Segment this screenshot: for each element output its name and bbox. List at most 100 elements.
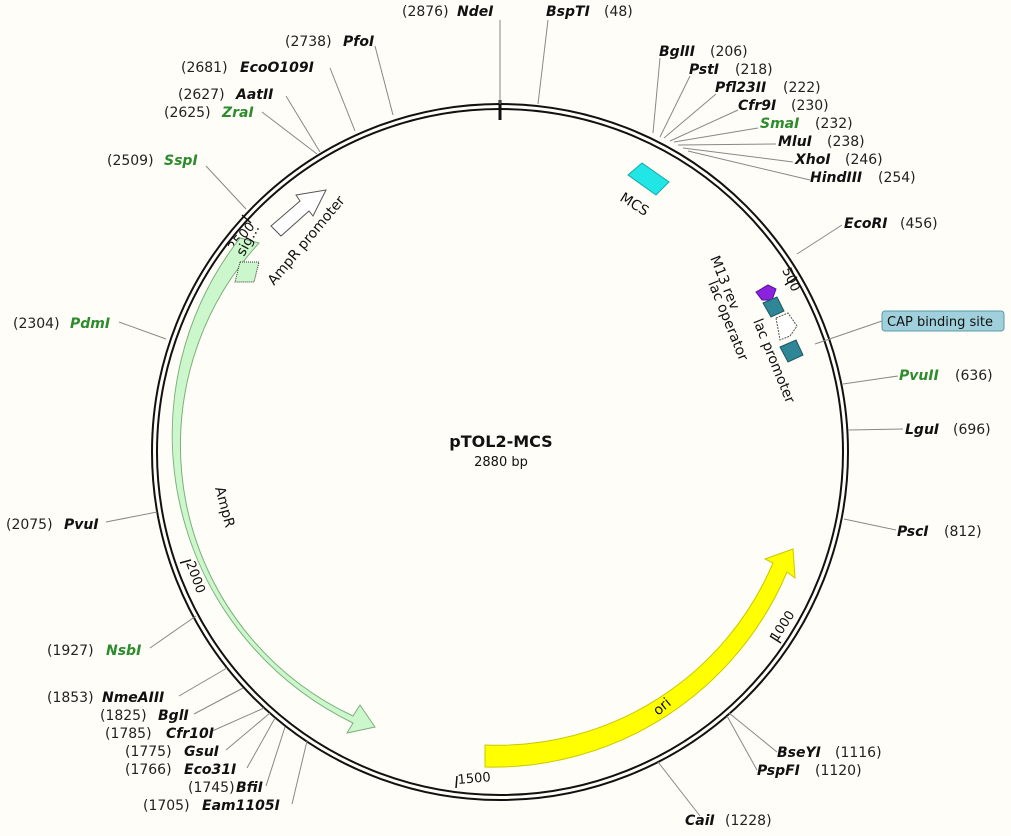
site-name-pspfi[interactable]: PspFI [757, 763, 800, 779]
leader-nmeaiii [178, 667, 228, 697]
leader-aatii [285, 95, 321, 153]
site-labels: (2876) NdeI BspTI (48) BglII (206) PstI … [6, 4, 993, 829]
leader-smai [673, 127, 759, 143]
site-name-pfl23ii[interactable]: Pfl23II [715, 80, 766, 96]
cap-binding-box[interactable] [881, 310, 1005, 332]
ticks-layer: 500 1000 1500 2000 2500 [179, 214, 802, 789]
ampr-feature[interactable] [171, 237, 376, 734]
site-pos-bgli: (1825) [100, 708, 147, 724]
leader-eam1105i [291, 740, 308, 805]
site-pos-pvuii: (636) [955, 368, 993, 384]
leader-psti [659, 75, 691, 138]
site-name-gsui[interactable]: GsuI [184, 744, 219, 760]
site-pos-nsbi: (1927) [47, 643, 94, 659]
site-pos-ndei: (2876) [402, 4, 449, 20]
site-pos-aatii: (2627) [178, 87, 225, 103]
site-name-xhoi[interactable]: XhoI [794, 152, 831, 168]
ampr-label: AmpR [211, 485, 237, 530]
leader-xhoi [682, 147, 794, 163]
site-name-lgui[interactable]: LguI [905, 422, 939, 438]
site-name-bfii[interactable]: BfiI [236, 780, 263, 796]
ori-feature[interactable] [484, 548, 796, 768]
site-name-pdmi[interactable]: PdmI [70, 316, 110, 332]
leader-pvuii [842, 375, 899, 385]
lac-operator-feature[interactable] [762, 296, 785, 318]
site-pos-eam1105i: (1705) [143, 798, 190, 814]
leader-sspi [205, 165, 247, 210]
site-name-psti[interactable]: PstI [689, 62, 719, 78]
leader-bseyi [728, 712, 778, 753]
site-name-nsbi[interactable]: NsbI [106, 643, 141, 659]
site-name-bspti[interactable]: BspTI [546, 4, 590, 20]
cap-binding-label: CAP binding site [887, 315, 993, 330]
site-pos-zrai: (2625) [164, 105, 211, 121]
lac-promoter-feature[interactable] [775, 312, 798, 341]
site-name-pvuii[interactable]: PvuII [899, 368, 939, 384]
site-name-hindiii[interactable]: HindIII [810, 170, 862, 186]
leader-caii [657, 761, 701, 817]
tick-mark [179, 559, 192, 564]
leader-pfoi [374, 45, 394, 116]
site-name-cfr9i[interactable]: Cfr9I [738, 98, 776, 114]
leader-pspfi [726, 715, 758, 771]
site-name-eam1105i[interactable]: Eam1105I [202, 798, 280, 814]
leader-mlui [677, 143, 777, 146]
site-pos-nmeaiii: (1853) [47, 690, 94, 706]
site-pos-pfoi: (2738) [285, 34, 332, 50]
site-name-smai[interactable]: SmaI [760, 116, 799, 132]
plasmid-title: pTOL2-MCS [449, 432, 552, 451]
site-name-eco31i[interactable]: Eco31I [184, 762, 236, 778]
site-name-caii[interactable]: CaiI [685, 813, 715, 829]
site-name-mlui[interactable]: MluI [778, 134, 812, 150]
site-pos-psci: (812) [944, 524, 982, 540]
site-pos-hindiii: (254) [878, 170, 916, 186]
site-pos-gsui: (1775) [125, 744, 172, 760]
tick-mark [455, 775, 458, 789]
leader-pfl23ii [663, 93, 717, 139]
leader-cfr9i [669, 109, 739, 142]
leader-pdmi [118, 321, 167, 340]
site-name-ecori[interactable]: EcoRI [844, 216, 887, 232]
site-pos-mlui: (238) [827, 134, 865, 150]
leader-lgui [847, 428, 904, 431]
m13-rev-feature[interactable] [755, 284, 777, 301]
site-name-aatii[interactable]: AatII [235, 87, 273, 103]
site-name-bseyi[interactable]: BseYI [777, 745, 821, 761]
site-pos-pvui: (2075) [6, 517, 53, 533]
leader-psci [843, 518, 897, 531]
leader-nsbi [149, 615, 197, 649]
site-name-nmeaiii[interactable]: NmeAIII [102, 690, 164, 706]
site-name-pvui[interactable]: PvuI [64, 517, 99, 533]
leader-bglii [652, 57, 661, 134]
site-name-sspi[interactable]: SspI [164, 153, 198, 169]
leader-ecoo109i [329, 67, 356, 132]
site-pos-bfii: (1745) [188, 780, 235, 796]
ampr-promoter-feature[interactable] [270, 189, 327, 237]
features-layer: MCS M13 rev lac operator lac promoter CA… [171, 162, 1005, 768]
site-name-pfoi[interactable]: PfoI [343, 34, 374, 50]
site-name-bgli[interactable]: BglI [158, 708, 189, 724]
site-pos-bspti: (48) [604, 4, 633, 20]
site-leaders [105, 19, 904, 817]
leader-bfii [265, 726, 286, 787]
cap-binding-feature[interactable] [779, 339, 804, 363]
site-pos-cfr10i: (1785) [105, 726, 152, 742]
cap-leader [814, 320, 883, 345]
site-name-zrai[interactable]: ZraI [221, 105, 254, 121]
sig-feature[interactable] [234, 261, 260, 283]
site-name-cfr10i[interactable]: Cfr10I [166, 726, 214, 742]
site-pos-cfr9i: (230) [791, 98, 829, 114]
site-name-psci[interactable]: PscI [897, 524, 929, 540]
site-pos-caii: (1228) [725, 813, 772, 829]
site-pos-eco31i: (1766) [125, 762, 172, 778]
site-pos-pfl23ii: (222) [783, 80, 821, 96]
mcs-feature[interactable] [627, 162, 670, 196]
site-name-bglii[interactable]: BglII [659, 44, 695, 60]
leader-cfr10i [209, 707, 265, 733]
mcs-label: MCS [617, 190, 652, 220]
site-pos-lgui: (696) [953, 422, 991, 438]
site-name-ndei[interactable]: NdeI [457, 4, 493, 20]
site-name-ecoo109i[interactable]: EcoO109I [240, 60, 314, 76]
plasmid-length: 2880 bp [474, 455, 528, 470]
